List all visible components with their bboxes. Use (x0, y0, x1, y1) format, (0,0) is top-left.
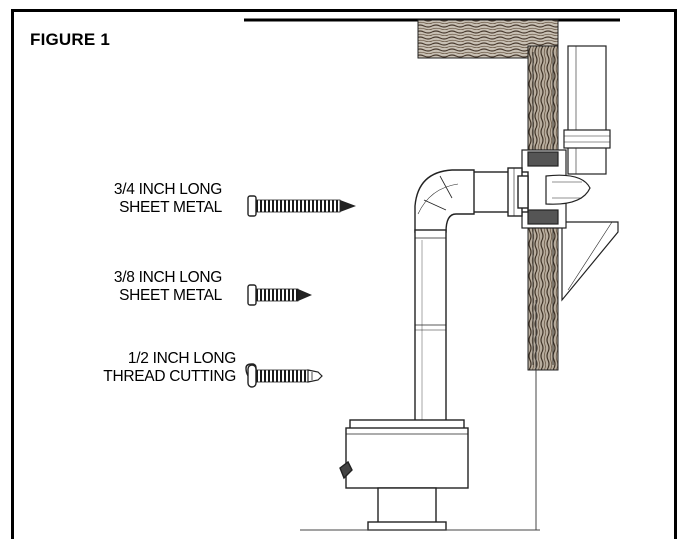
figure-frame (11, 9, 677, 539)
floor (300, 300, 540, 531)
screw-label-line: 1/2 INCH LONG (127, 350, 236, 367)
short-sheet-metal-screw-icon (247, 284, 312, 306)
screw-label-1-2-inch: 1/2 INCH LONG THREAD CUTTING (103, 350, 236, 386)
thread-cutting-screw-icon (245, 363, 323, 388)
vertical-stove-pipe (414, 229, 447, 431)
stove-pipe-elbow (414, 169, 475, 233)
wood-stove (339, 419, 469, 531)
screw-label-line: 3/8 INCH LONG (113, 269, 222, 286)
screw-label-line: 3/4 INCH LONG (113, 181, 222, 198)
screw-label-line: SHEET METAL (119, 199, 222, 216)
screw-label-3-4-inch: 3/4 INCH LONG SHEET METAL (114, 181, 222, 217)
horizontal-stove-pipe (469, 167, 529, 217)
ceiling (244, 18, 620, 59)
screw-label-line: THREAD CUTTING (103, 368, 236, 385)
exterior-chimney-pipe (561, 45, 619, 302)
screw-label-3-8-inch: 3/8 INCH LONG SHEET METAL (114, 269, 222, 305)
wall-thimble (521, 149, 591, 229)
screw-label-line: SHEET METAL (119, 287, 222, 304)
long-sheet-metal-screw-icon (247, 195, 356, 217)
figure-title: FIGURE 1 (30, 30, 111, 49)
